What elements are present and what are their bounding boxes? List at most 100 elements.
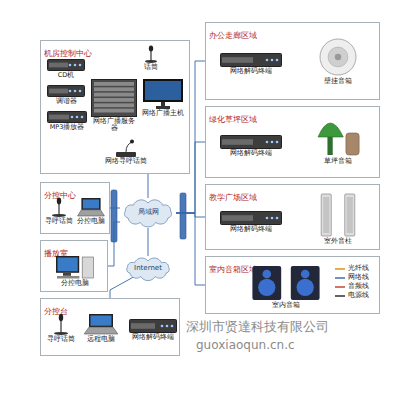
area-box: 分控台寻呼话筒远程电脑网络解码终端 <box>40 298 180 356</box>
device-node: CD机 <box>47 59 85 79</box>
device-knob <box>76 116 79 119</box>
network-cloud: Internet <box>122 256 174 282</box>
pc-keyboard <box>57 276 79 279</box>
device-label: 远程电脑 <box>81 336 121 343</box>
rock-speaker <box>346 133 359 155</box>
device-case <box>130 320 177 333</box>
laptop-icon <box>75 197 107 217</box>
device-node: 调谐器 <box>47 85 85 105</box>
rack-case <box>92 80 137 117</box>
network-label: 局域网 <box>138 209 159 217</box>
area-box: 教学广场区域网络解码终端室外音柱 <box>205 184 380 250</box>
device-knob <box>266 141 269 144</box>
device-knob <box>74 90 77 93</box>
device-knob <box>266 59 269 62</box>
device-label: 草坪音箱 <box>316 158 360 165</box>
device-node: 分控电脑 <box>75 197 107 225</box>
device-case <box>48 112 87 123</box>
device-node: 网络解码终端 <box>220 211 282 233</box>
network-link <box>110 208 120 209</box>
device-label: 分控电脑 <box>55 280 95 287</box>
device-knob <box>266 217 269 220</box>
device-knob <box>71 116 74 119</box>
device-label: 壁挂音箱 <box>316 78 360 85</box>
device-label: 寻呼话筒 <box>45 218 73 225</box>
device-label: 话筒 <box>139 64 163 71</box>
rack-unit <box>94 98 134 102</box>
device-case <box>48 60 85 71</box>
laptop-lid <box>81 198 100 210</box>
legend-row: 网络线 <box>334 273 369 282</box>
mic-head <box>149 46 153 52</box>
mic-stand <box>150 51 151 61</box>
device-label: 网络广播服务器 <box>91 118 137 132</box>
speaker-ring <box>320 39 356 75</box>
area-box: 机房控制中心话筒CD机调谐器MP3播放器网络广播服务器网络广播主机网络寻呼话筒 <box>40 40 190 174</box>
device-knob <box>276 59 279 62</box>
device-knob <box>166 325 169 328</box>
device-panel <box>49 63 68 68</box>
device-panel <box>222 215 253 221</box>
rack-unit <box>94 82 134 86</box>
device-case <box>221 136 282 149</box>
watermark: guoxiaoqun.cn.c <box>196 338 295 352</box>
monitor-neck <box>161 102 165 106</box>
device-label: 分控电脑 <box>75 218 107 225</box>
device-node: 网络广播服务器 <box>91 79 137 132</box>
dev-icon <box>47 111 87 123</box>
monitor-screen <box>145 81 181 100</box>
device-node: 话筒 <box>139 45 163 71</box>
rack-unit <box>94 87 134 91</box>
device-label: CD机 <box>47 72 85 79</box>
network-link <box>176 213 205 217</box>
device-label: 寻呼话筒 <box>47 336 75 343</box>
column-grille <box>347 197 353 233</box>
mic-stand <box>58 204 59 215</box>
legend-line <box>335 286 345 287</box>
device-node: 草坪音箱 <box>316 117 360 165</box>
device-node: 分控电脑 <box>55 255 95 287</box>
device-panel <box>131 323 155 329</box>
area-box: 办公走廊区域网络解码终端壁挂音箱 <box>205 22 380 100</box>
device-node: 室外音柱 <box>310 193 366 245</box>
tweeter <box>301 270 310 279</box>
dev-icon <box>220 211 282 225</box>
legend-line <box>335 295 345 296</box>
pc-monitor <box>56 256 79 273</box>
device-knob <box>276 141 279 144</box>
network-link <box>148 174 149 198</box>
device-panel <box>49 89 68 94</box>
gooseneck <box>126 142 132 152</box>
woofer <box>258 279 275 296</box>
device-knob <box>69 90 72 93</box>
device-knob <box>69 64 72 67</box>
watermark: 深圳市贤達科技有限公司 <box>186 318 329 336</box>
area-heading: 机房控制中心 <box>44 50 92 58</box>
laptop-base <box>84 327 118 334</box>
switch-bar <box>180 193 186 239</box>
device-panel <box>49 115 69 120</box>
mic-icon <box>47 313 75 335</box>
rack-unit <box>94 109 134 113</box>
column-speaker <box>321 194 331 236</box>
laptop-base <box>78 210 105 216</box>
device-knob <box>276 217 279 220</box>
legend-line <box>335 277 345 278</box>
device-knob <box>271 59 274 62</box>
mic-icon <box>45 197 73 217</box>
network-label: Internet <box>134 265 162 273</box>
device-case <box>221 54 282 67</box>
legend-row: 电源线 <box>334 291 369 300</box>
device-node: MP3播放器 <box>47 111 87 131</box>
device-node: 网络解码终端 <box>129 319 177 341</box>
area-heading: 办公走廊区域 <box>209 32 257 40</box>
column-icon <box>310 193 366 237</box>
area-box: 播放室分控电脑 <box>40 240 108 292</box>
device-label: 室内音箱 <box>246 302 326 309</box>
mushroom-cap <box>318 123 343 137</box>
cloud-outline <box>124 200 171 227</box>
woofer <box>297 279 314 296</box>
pc-tower <box>82 257 93 278</box>
rack-unit <box>94 93 134 97</box>
legend-sample <box>334 284 346 290</box>
